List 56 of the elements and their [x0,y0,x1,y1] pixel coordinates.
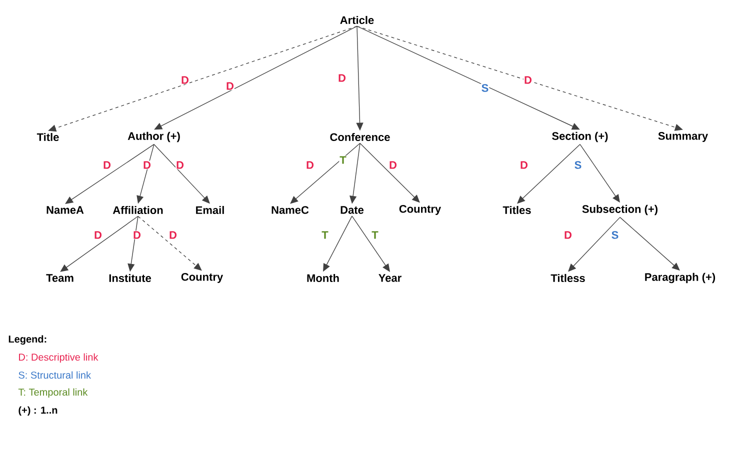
edge-label: D [388,160,398,170]
node-label: Month [307,274,339,282]
edge-label: S [574,160,582,170]
edge-label: D [176,160,184,170]
edge-label: D [132,230,142,240]
edge-label: T [371,230,379,240]
node-label: Year [378,274,402,282]
legend-entry: S: Structural link [18,371,92,379]
edge-label: D [306,160,314,170]
node-label: Team [46,274,74,282]
arrow [356,26,580,130]
node-label: Section (+) [552,132,608,142]
node-label: Country [181,273,224,283]
edge-label: D [564,230,572,240]
arrow [356,26,683,131]
edge-label: D [226,82,234,90]
node-label: Email [196,206,224,214]
node-label: Country [399,205,442,215]
edge-label: D [102,160,112,170]
arrow [154,26,358,130]
node-label: NameA [46,206,84,214]
edge-label: D [180,76,190,84]
legend-text: (+) : 1..n [18,406,58,416]
arrow [138,216,202,271]
node-label: Date [340,206,364,214]
node-label: Institute [109,274,152,282]
node-label: Paragraph (+) [645,272,716,284]
arrow [65,144,154,204]
legend-entry: D: Descriptive link [19,353,98,363]
edge-label: S [610,230,620,240]
edge-label: D [520,160,528,170]
arrow [352,216,390,272]
arrow [60,216,138,272]
node-label: Title [36,132,59,142]
edge-label: T [339,156,347,164]
edge-label: D [524,76,532,84]
edge-label: T [321,230,329,240]
legend-text: Legend: [8,335,46,345]
edge-label: S [480,84,490,92]
edge-label: D [338,74,346,82]
arrow [290,142,360,204]
node-label: Article [340,16,374,24]
node-label: Author (+) [128,132,180,142]
node-label: Titles [502,206,531,214]
arrow [48,26,358,132]
node-label: Conference [330,132,390,142]
node-label: Affiliation [112,206,163,214]
legend-entry: T: Temporal link [18,388,88,398]
node-label: Subsection (+) [582,204,658,216]
edge-label: D [94,230,102,240]
node-label: NameC [272,206,309,214]
node-label: Summary [658,132,708,142]
edge-label: D [168,230,178,240]
arrow [360,142,420,203]
edge-label: D [142,160,152,170]
node-label: Titless [550,274,585,282]
